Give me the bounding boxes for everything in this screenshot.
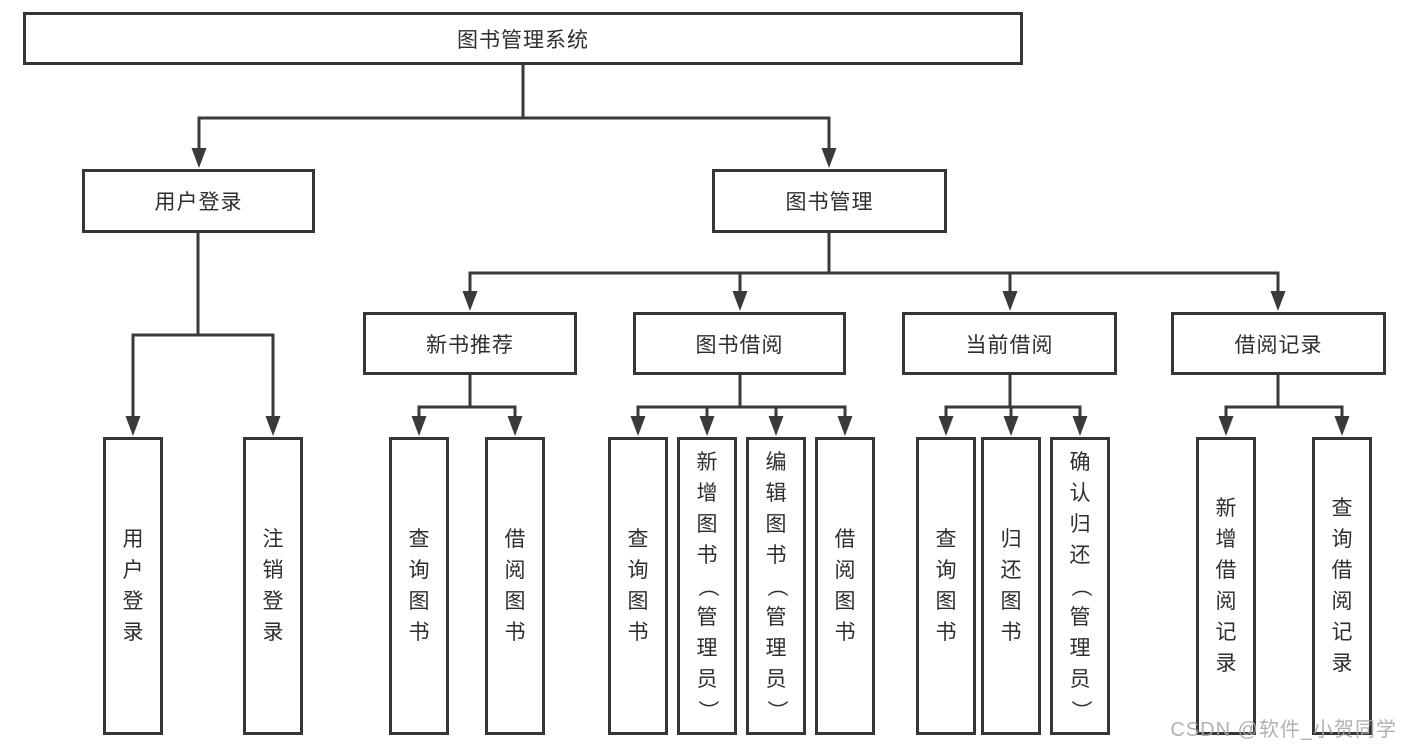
- node-book-management-branch: 图书管理: [712, 169, 947, 233]
- leaf-borrow-book-2: 借阅图书: [815, 437, 875, 735]
- leaf-edit-book-admin: 编辑图书（管理员）: [746, 437, 806, 735]
- node-label: 新书推荐: [426, 333, 514, 357]
- leaf-confirm-return-admin: 确认归还（管理员）: [1050, 437, 1110, 735]
- leaf-label: 用户登录: [122, 528, 144, 644]
- node-new-book-recommend: 新书推荐: [363, 312, 577, 375]
- node-label: 当前借阅: [965, 333, 1054, 357]
- node-label: 图书借阅: [695, 333, 784, 357]
- leaf-label: 借阅图书: [504, 528, 526, 644]
- node-book-borrow: 图书借阅: [633, 312, 846, 375]
- node-root: 图书管理系统: [23, 12, 1023, 65]
- leaf-label: 确认归还（管理员）: [1068, 450, 1092, 721]
- arrowheads: [125, 148, 1350, 436]
- leaf-label: 查询借阅记录: [1331, 497, 1353, 675]
- leaf-label: 新增借阅记录: [1215, 497, 1237, 675]
- leaf-label: 新增图书（管理员）: [695, 450, 719, 721]
- leaf-query-borrow-record: 查询借阅记录: [1312, 437, 1372, 735]
- leaf-add-book-admin: 新增图书（管理员）: [677, 437, 737, 735]
- node-borrow-record: 借阅记录: [1171, 312, 1386, 375]
- leaf-label: 查询图书: [408, 528, 430, 644]
- leaf-label: 查询图书: [627, 528, 649, 644]
- node-user-login-branch: 用户登录: [82, 169, 315, 233]
- leaf-logout: 注销登录: [243, 437, 303, 735]
- leaf-add-borrow-record: 新增借阅记录: [1196, 437, 1256, 735]
- node-current-borrow: 当前借阅: [902, 312, 1117, 375]
- leaf-label: 借阅图书: [834, 528, 856, 644]
- node-label: 借阅记录: [1234, 333, 1323, 357]
- leaf-label: 编辑图书（管理员）: [764, 450, 788, 721]
- leaf-label: 归还图书: [1000, 528, 1022, 644]
- leaf-query-book-2: 查询图书: [608, 437, 668, 735]
- leaf-user-login: 用户登录: [103, 437, 163, 735]
- leaf-label: 注销登录: [262, 528, 284, 644]
- leaf-query-book-3: 查询图书: [916, 437, 976, 735]
- leaf-query-book-1: 查询图书: [389, 437, 449, 735]
- node-label: 用户登录: [154, 191, 243, 214]
- leaf-borrow-book-1: 借阅图书: [485, 437, 545, 735]
- leaf-return-book: 归还图书: [981, 437, 1041, 735]
- node-root-label: 图书管理系统: [457, 28, 589, 52]
- leaf-label: 查询图书: [935, 528, 957, 644]
- csdn-watermark: CSDN @软件_小贺同学: [1170, 719, 1397, 741]
- node-label: 图书管理: [785, 191, 874, 214]
